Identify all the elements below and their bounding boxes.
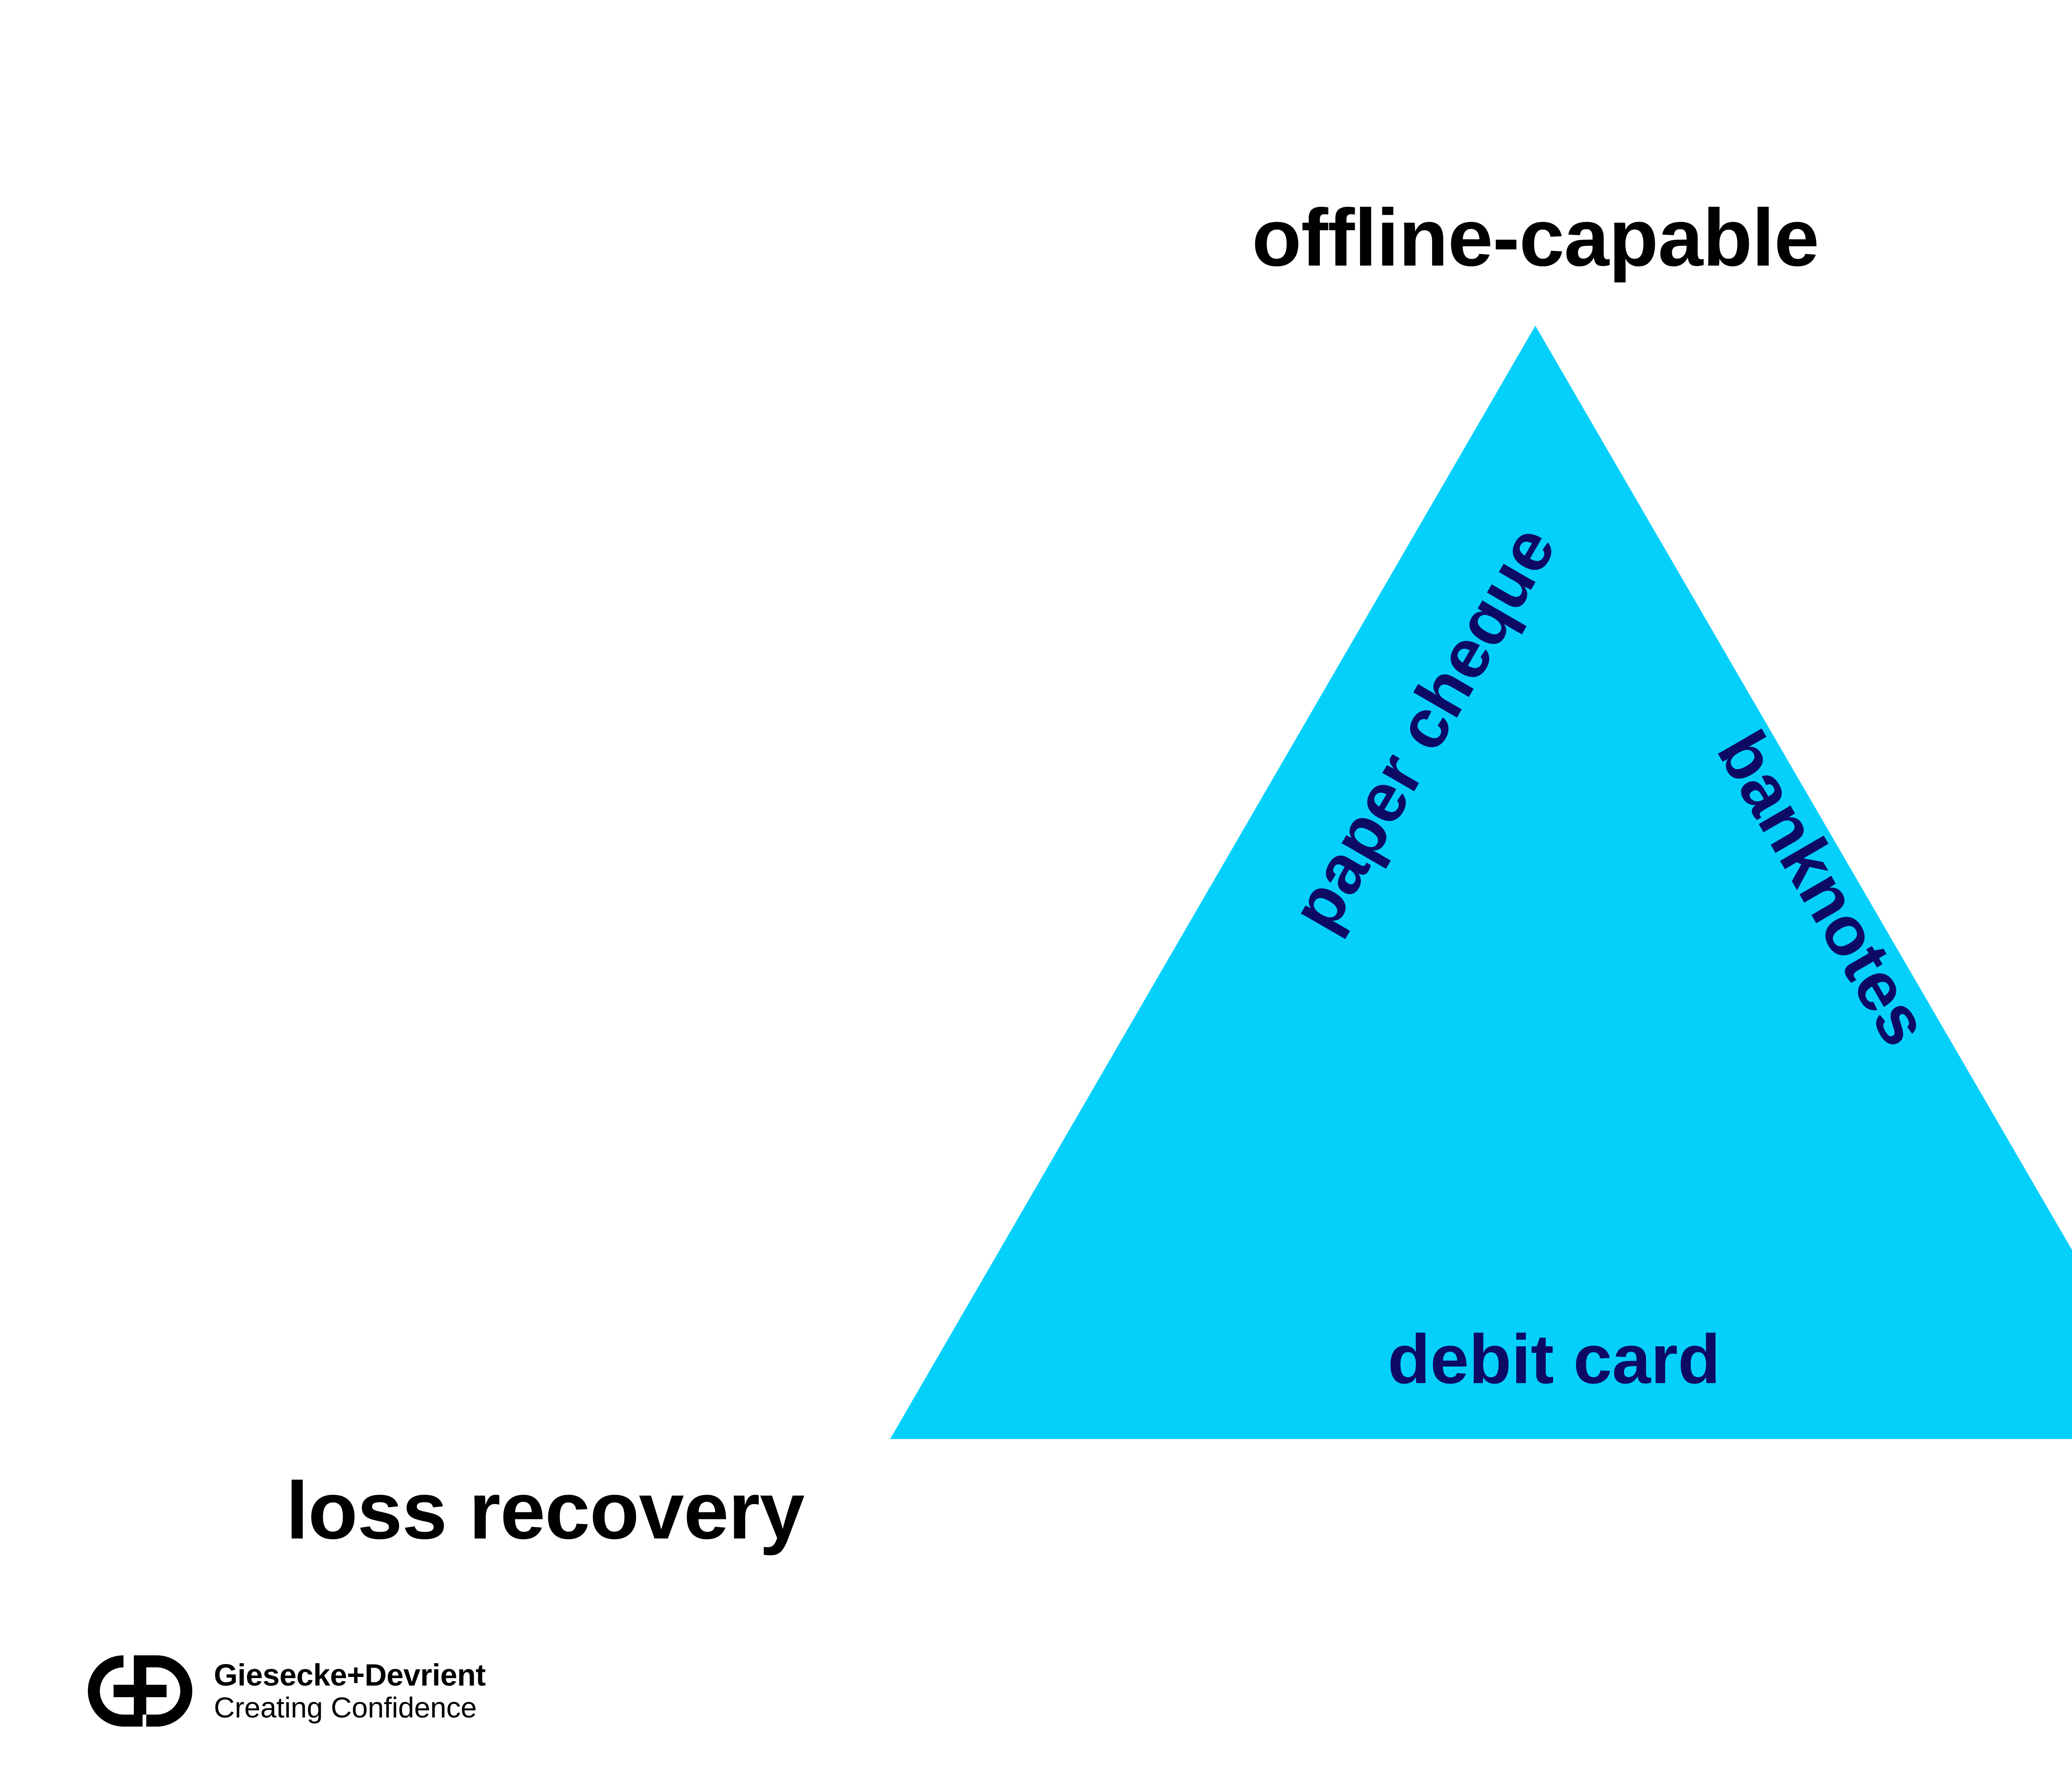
logo-company-name: Giesecke+Devrient — [214, 1657, 486, 1692]
triangle-polygon — [890, 326, 2072, 1439]
edge-label-right: banknotes — [1702, 718, 1945, 1059]
logo-text-block: Giesecke+Devrient Creating Confidence — [214, 1659, 486, 1723]
logo-tagline: Creating Confidence — [214, 1691, 477, 1724]
company-logo: Giesecke+Devrient Creating Confidence — [88, 1655, 486, 1727]
vertex-label-bottom-left: loss recovery — [286, 1465, 805, 1556]
vertex-label-top: offline-capable — [1251, 192, 1819, 283]
edge-label-bottom: debit card — [1387, 1320, 1721, 1398]
gd-monogram-icon — [88, 1655, 192, 1727]
edge-label-left: paper cheque — [1276, 513, 1571, 944]
